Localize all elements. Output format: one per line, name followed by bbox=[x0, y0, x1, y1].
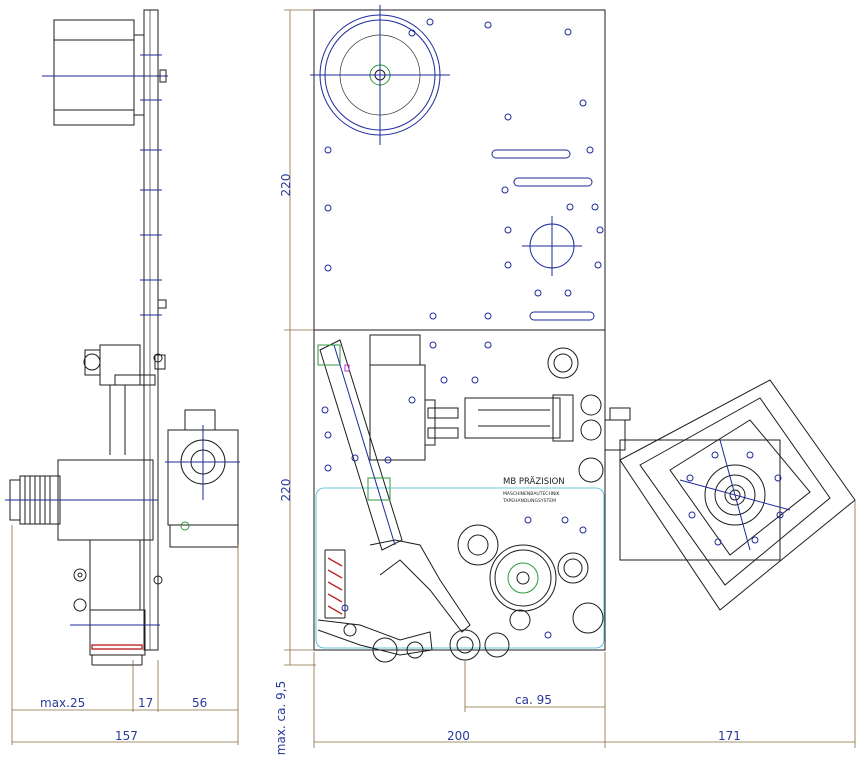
brand-sub2: TAPEHANDLINGSYSTEM bbox=[502, 498, 556, 504]
dim-56: 56 bbox=[192, 696, 207, 710]
side-view bbox=[5, 9, 240, 666]
dim-17: 17 bbox=[138, 696, 153, 710]
front-view-dimensions bbox=[284, 9, 856, 748]
dim-220-bottom: 220 bbox=[279, 479, 293, 502]
side-view-dimensions bbox=[11, 525, 239, 745]
dim-220-top: 220 bbox=[279, 174, 293, 197]
rotated-frame bbox=[604, 379, 856, 611]
brand-label: MB PRÄZISION bbox=[503, 476, 565, 487]
dim-157: 157 bbox=[115, 729, 138, 743]
dim-ca95: ca. 95 bbox=[515, 693, 552, 707]
dim-171: 171 bbox=[718, 729, 741, 743]
dim-200: 200 bbox=[447, 729, 470, 743]
dim-max25: max.25 bbox=[40, 696, 85, 710]
dim-max95: max. ca. 9,5 bbox=[274, 681, 288, 755]
brand-sub1: MASCHINENBAUTECHNIK bbox=[503, 491, 561, 497]
front-view bbox=[310, 5, 606, 663]
